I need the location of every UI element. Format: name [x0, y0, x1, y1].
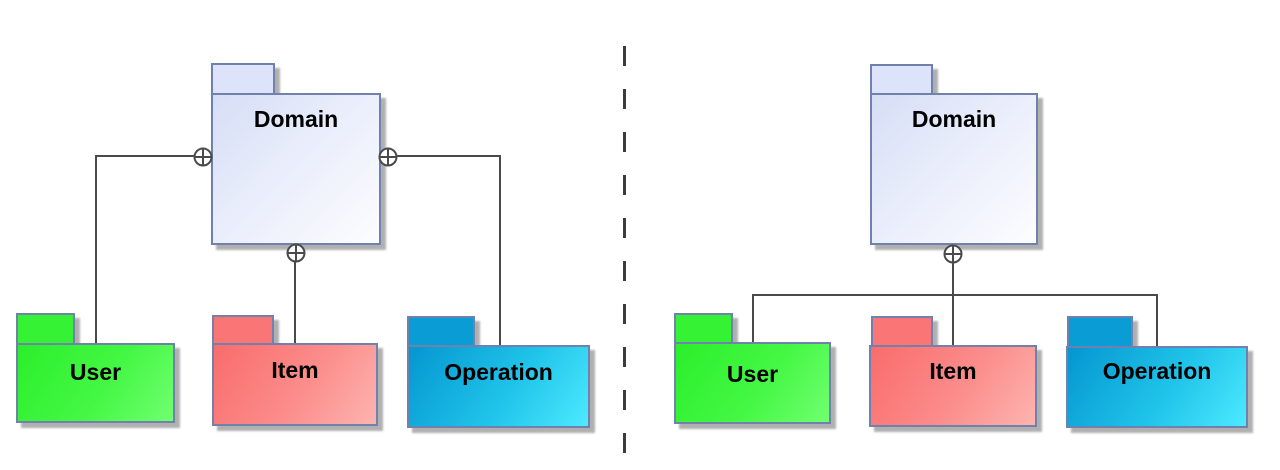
connector-line: [499, 155, 501, 345]
panel-divider: [623, 46, 626, 458]
package-label: User: [69, 359, 122, 385]
package-label: Domain: [253, 106, 339, 132]
package-user: [16, 343, 175, 423]
package-label: Operation: [444, 359, 553, 385]
containment-anchor-icon: [193, 147, 213, 167]
package-operation-tab: [407, 316, 475, 347]
package-item-tab: [871, 316, 933, 347]
package-label: Item: [271, 357, 319, 383]
containment-anchor-icon: [286, 243, 306, 263]
package-item: [212, 343, 378, 426]
connector-line: [95, 155, 97, 343]
package-label: User: [726, 361, 779, 387]
package-operation-tab: [1067, 316, 1133, 348]
connector-line: [294, 245, 296, 343]
package-domain: [211, 93, 381, 245]
connector-line: [752, 294, 754, 342]
package-label: Domain: [911, 106, 997, 132]
package-domain-tab: [870, 64, 933, 95]
package-item: [869, 345, 1037, 427]
package-user-tab: [674, 313, 733, 344]
package-item-tab: [212, 315, 274, 345]
package-label: Item: [929, 358, 977, 384]
connector-line: [1156, 294, 1158, 346]
connector-line: [95, 155, 214, 157]
connector-line: [752, 294, 1158, 296]
package-operation: [1066, 346, 1248, 428]
package-user-tab: [16, 313, 75, 345]
containment-anchor-icon: [378, 147, 398, 167]
package-operation: [407, 345, 590, 428]
package-label: Operation: [1102, 358, 1212, 384]
connector-line: [379, 155, 500, 157]
containment-anchor-icon: [943, 244, 963, 264]
package-domain: [870, 93, 1038, 245]
package-domain-tab: [211, 63, 275, 95]
package-user: [674, 342, 831, 424]
